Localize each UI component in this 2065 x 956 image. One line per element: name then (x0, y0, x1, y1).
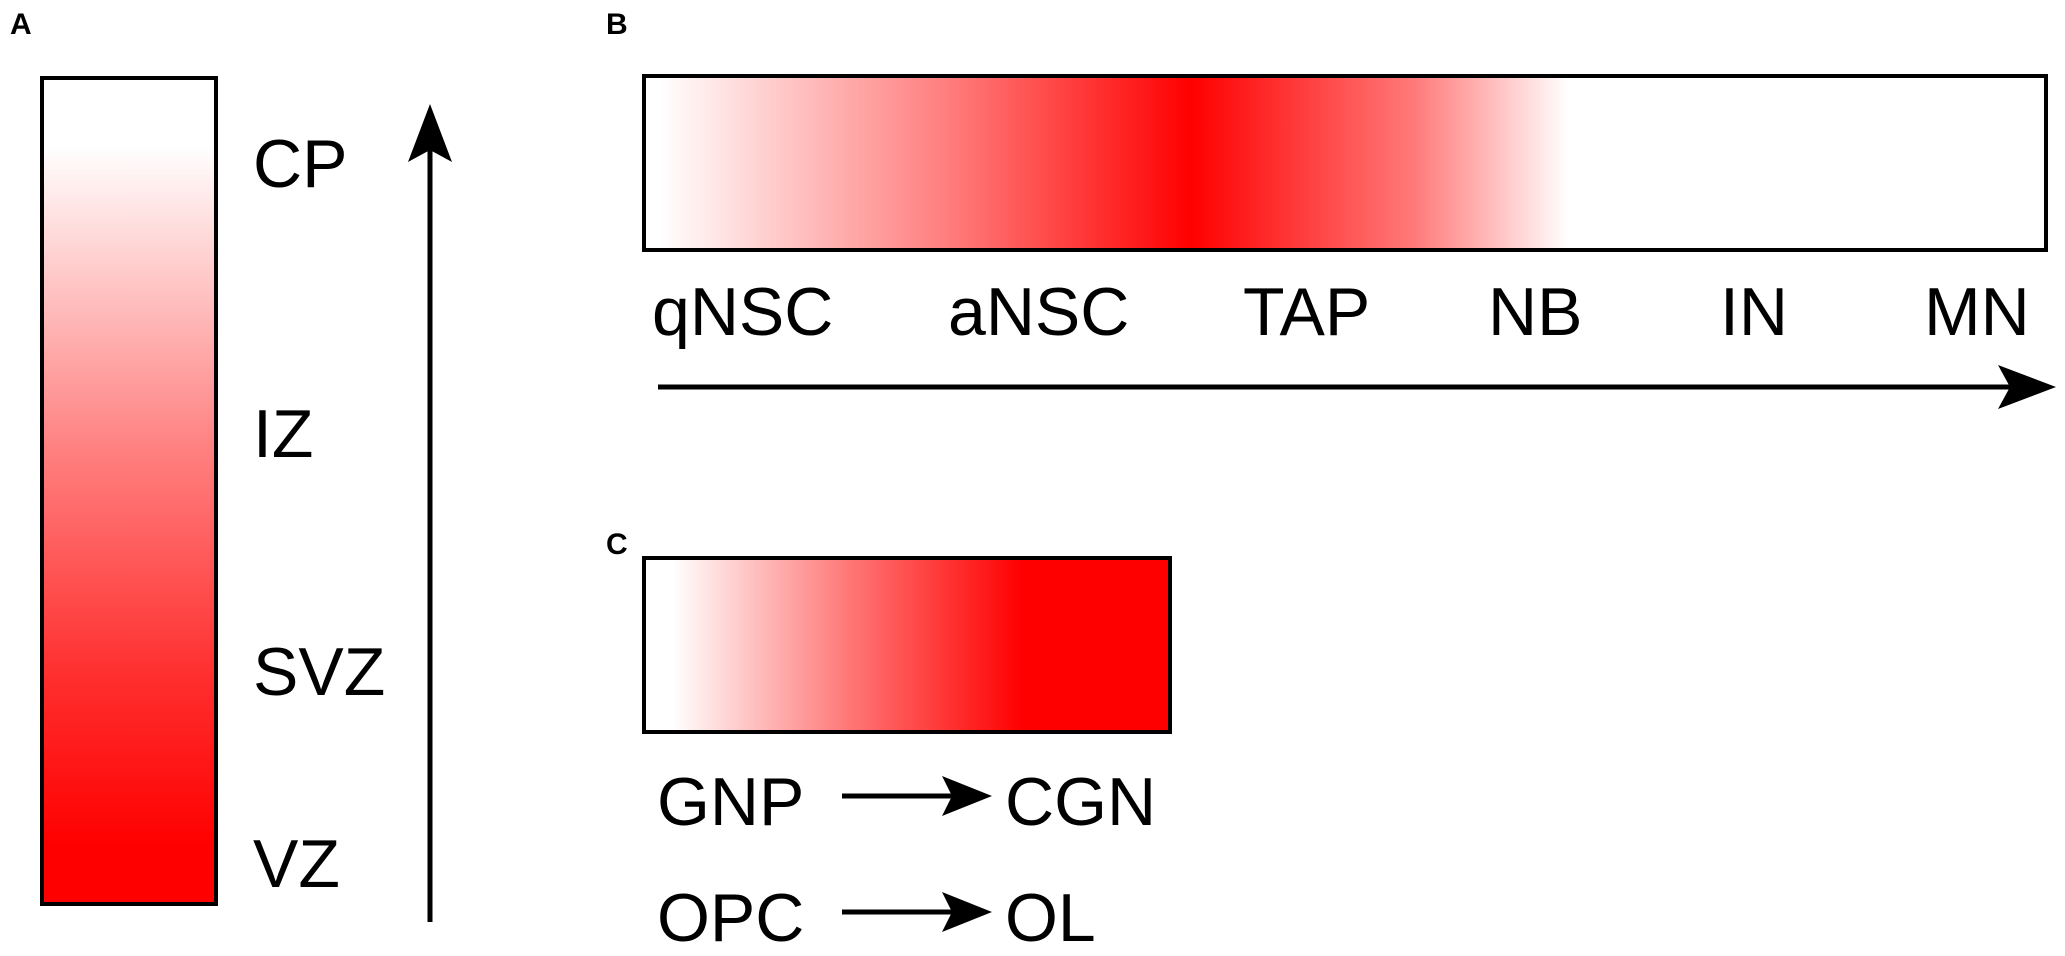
panel-b-letter: B (606, 8, 628, 41)
panel-a-label-cp: CP (253, 126, 348, 202)
panel-c-arrow-opc-ol (842, 892, 992, 932)
panel-b-label-tap: TAP (1243, 274, 1371, 350)
panel-a-label-iz: IZ (253, 396, 314, 472)
panel-c-gradient-bar (642, 556, 1172, 734)
panel-a-letter: A (10, 8, 32, 41)
panel-b-label-mn: MN (1924, 274, 2030, 350)
panel-a-up-arrow (408, 104, 452, 922)
panel-b-label-in: IN (1720, 274, 1788, 350)
panel-b-label-qnsc: qNSC (652, 274, 834, 350)
panel-c-label-opc: OPC (657, 880, 805, 956)
panel-a-gradient-bar (40, 76, 218, 906)
panel-c-arrow-gnp-cgn (842, 776, 992, 816)
panel-a-label-vz: VZ (253, 826, 340, 902)
panel-b-label-ansc: aNSC (948, 274, 1130, 350)
panel-c-letter: C (606, 528, 628, 561)
panel-b-right-arrow (658, 365, 2056, 409)
panel-a-label-svz: SVZ (253, 634, 386, 710)
panel-b-label-nb: NB (1488, 274, 1583, 350)
panel-c-label-ol: OL (1005, 880, 1096, 956)
panel-c-label-gnp: GNP (657, 764, 805, 840)
panel-b-gradient-bar (642, 74, 2048, 252)
panel-c-label-cgn: CGN (1005, 764, 1157, 840)
